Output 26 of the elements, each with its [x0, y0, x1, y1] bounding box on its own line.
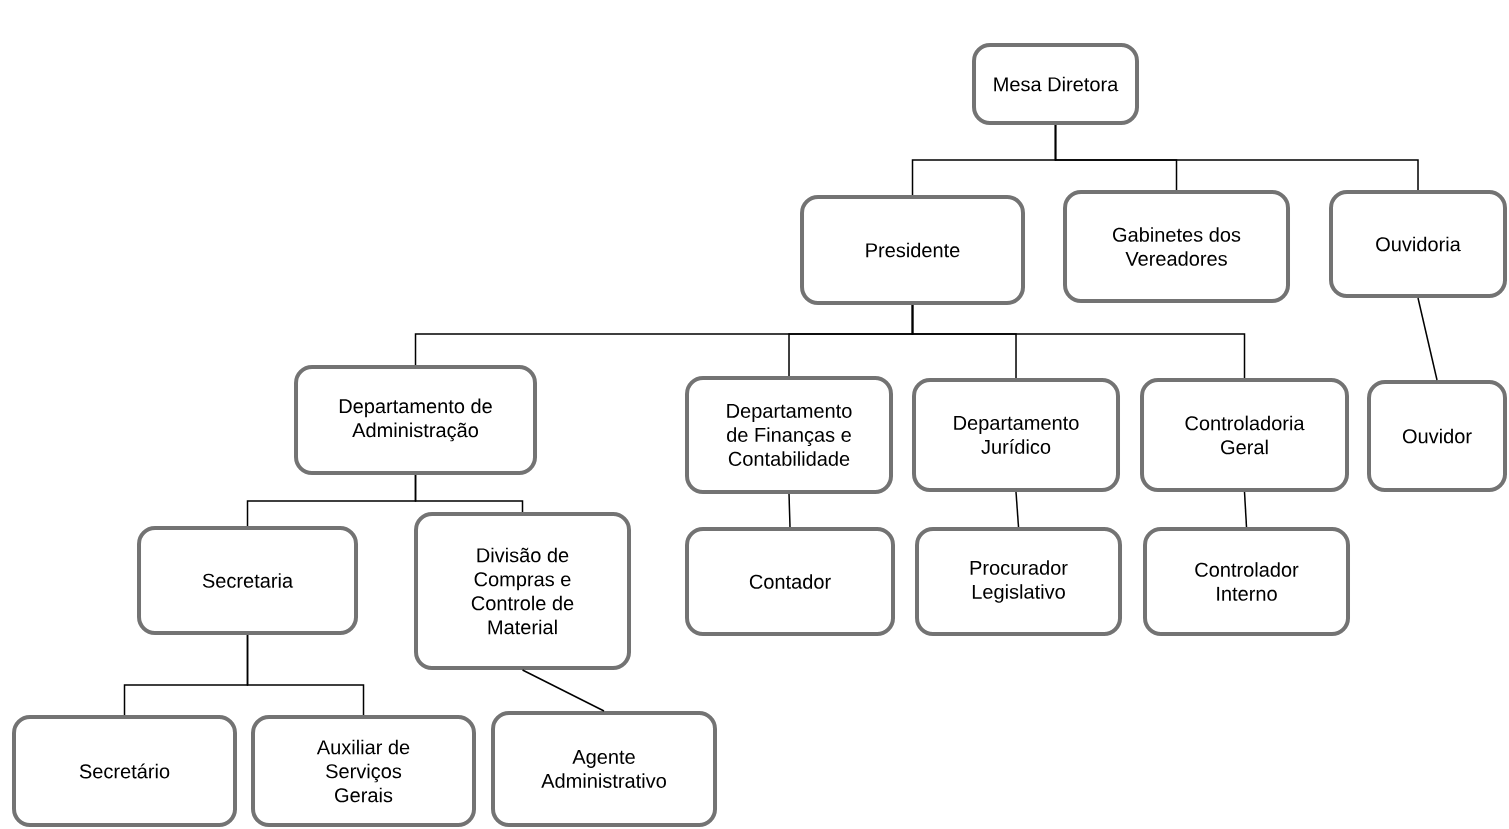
org-box: Controlador Interno	[1143, 527, 1350, 636]
org-box: Departamento Jurídico	[912, 378, 1120, 492]
connector-line	[911, 304, 1246, 379]
org-box: Contador	[685, 527, 895, 636]
org-box: Controladoria Geral	[1140, 378, 1349, 492]
org-box: Presidente	[800, 195, 1025, 305]
connector-line	[246, 634, 365, 716]
org-box: Gabinetes dos Vereadores	[1063, 190, 1290, 303]
org-box: Secretaria	[137, 526, 358, 635]
org-box: Agente Administrativo	[491, 711, 717, 827]
connector-line	[414, 474, 524, 513]
connector-line	[1417, 297, 1438, 381]
org-box: Ouvidor	[1367, 380, 1507, 492]
connector-line	[1015, 491, 1020, 528]
org-box: Ouvidoria	[1329, 190, 1507, 298]
connector-line	[788, 493, 791, 528]
org-box: Departamento de Administração	[294, 365, 537, 475]
org-box: Secretário	[12, 715, 237, 827]
connector-line	[521, 669, 605, 712]
org-box: Auxiliar de Serviços Gerais	[251, 715, 476, 827]
org-box: Departamento de Finanças e Contabilidade	[685, 376, 893, 494]
org-box: Mesa Diretora	[972, 43, 1139, 125]
connector-line	[1054, 124, 1419, 191]
org-box: Divisão de Compras e Controle de Material	[414, 512, 631, 670]
connector-line	[1243, 491, 1248, 528]
org-box: Procurador Legislativo	[915, 527, 1122, 636]
